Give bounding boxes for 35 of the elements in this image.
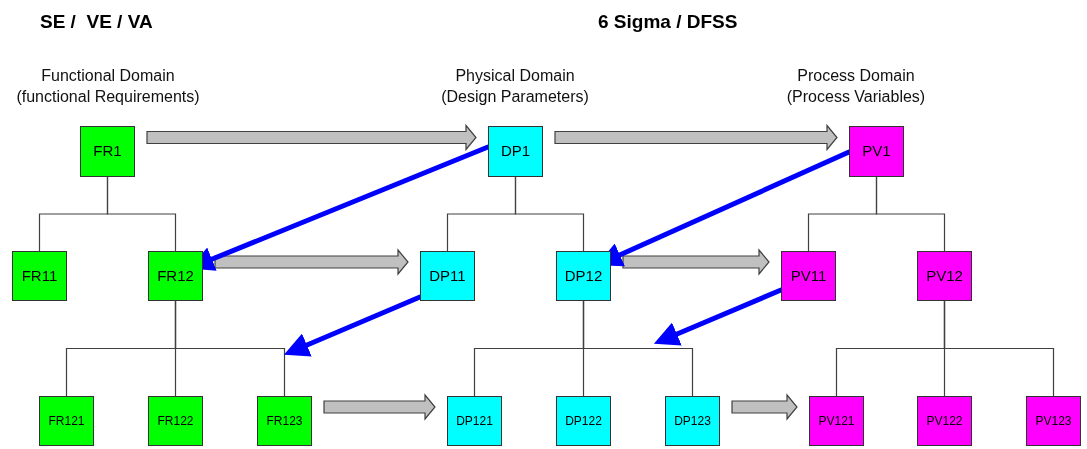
connector-line: [514, 176, 585, 252]
block-arrow: [146, 123, 477, 152]
domain-heading: Physical Domain (Design Parameters): [440, 66, 590, 107]
process-box: FR12: [148, 251, 203, 301]
process-box: PV12: [917, 251, 972, 301]
process-box: PV122: [917, 396, 972, 446]
process-box: DP121: [447, 396, 502, 446]
block-arrow: [323, 393, 436, 421]
connector-line: [106, 176, 177, 252]
block-arrow: [731, 393, 798, 421]
process-box: DP12: [556, 251, 611, 301]
process-box: PV121: [809, 396, 864, 446]
connector-line: [174, 300, 286, 397]
connector-line: [582, 300, 694, 397]
process-box: DP122: [556, 396, 611, 446]
connector-line: [875, 176, 946, 252]
process-box: DP123: [665, 396, 720, 446]
process-box: DP1: [488, 126, 543, 177]
block-arrow: [622, 248, 770, 276]
process-box: FR122: [148, 396, 203, 446]
block-arrow: [554, 123, 838, 152]
block-arrow: [214, 248, 409, 276]
domain-heading: Functional Domain (functional Requirements): [15, 66, 201, 107]
process-box: FR121: [39, 396, 94, 446]
section-title: SE / VE / VA: [40, 10, 154, 34]
process-box: PV123: [1026, 396, 1081, 446]
connector-line: [943, 300, 1055, 397]
process-box: FR123: [257, 396, 312, 446]
process-box: FR11: [12, 251, 67, 301]
process-box: PV1: [849, 126, 904, 177]
section-title: 6 Sigma / DFSS: [598, 10, 739, 34]
domain-heading: Process Domain (Process Variables): [785, 66, 927, 107]
process-box: DP11: [420, 251, 475, 301]
process-box: PV11: [781, 251, 836, 301]
process-box: FR1: [80, 126, 135, 177]
